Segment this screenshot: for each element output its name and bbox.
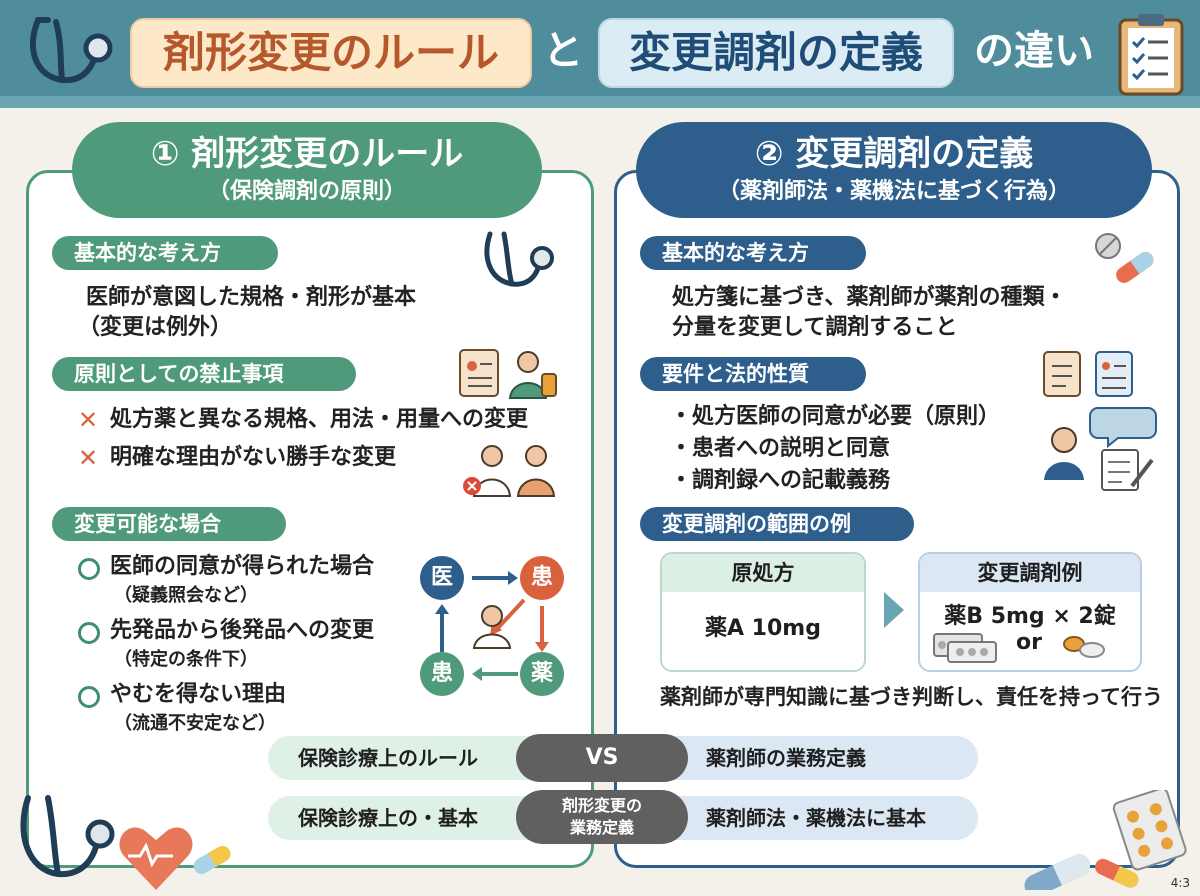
allowed-item-3: やむを得ない理由 [110, 682, 287, 707]
original-prescription-box: 原処方 薬A 10mg [660, 552, 866, 672]
flow-node-pharmacy: 薬 [520, 652, 564, 696]
arrow-right-icon [884, 592, 904, 628]
pharmacist-note: 薬剤師が専門知識に基づき判断し、責任を持って行う [660, 685, 1163, 709]
left-panel-heading: ① 剤形変更のルール （保険調剤の原則） [72, 122, 542, 218]
requirement-item-2: ・患者への説明と同意 [670, 436, 891, 461]
flow-node-patient-top: 患 [520, 556, 564, 600]
title-connector: と [543, 28, 583, 74]
left-prohibited-label: 原則としての禁止事項 [52, 357, 356, 391]
compare-row2-badge-line1: 剤形変更の [561, 796, 642, 815]
changed-dispensing-value: 薬B 5mg × 2錠 [944, 604, 1116, 629]
title-changed-dispensing: 変更調剤の定義 [598, 18, 954, 88]
changed-dispensing-box: 変更調剤例 薬B 5mg × 2錠 or [918, 552, 1142, 672]
right-heading-subtitle: （薬剤師法・薬機法に基づく行為） [717, 179, 1070, 204]
prohibited-item-1: 処方薬と異なる規格、用法・用量への変更 [110, 407, 529, 432]
allowed-circle-icon [78, 686, 100, 708]
right-range-label: 変更調剤の範囲の例 [640, 507, 914, 541]
stethoscope-heart-icon [20, 795, 231, 890]
changed-dispensing-or: or [1016, 630, 1042, 655]
allowed-item-1-note: （疑義照会など） [114, 585, 258, 606]
flow-node-doctor: 医 [420, 556, 464, 600]
right-requirements-label: 要件と法的性質 [640, 357, 866, 391]
left-heading-subtitle: （保険調剤の原則） [207, 179, 406, 204]
right-basic-line1: 処方箋に基づき、薬剤師が薬剤の種類・ [672, 285, 1067, 310]
compare-row2-badge: 剤形変更の 業務定義 [516, 790, 688, 844]
compare-vs-badge: VS [516, 734, 688, 782]
compare-row1-right: 薬剤師の業務定義 [650, 736, 978, 780]
title-difference: の違い [974, 28, 1094, 74]
flow-node-patient-bottom: 患 [420, 652, 464, 696]
compare-row1-left: 保険診療上のルール [268, 736, 568, 780]
left-basic-label: 基本的な考え方 [52, 236, 278, 270]
changed-dispensing-heading: 変更調剤例 [920, 554, 1140, 592]
header-strip [0, 96, 1200, 108]
aspect-ratio-label: 4:3 [1170, 876, 1190, 890]
clipboard-icon [1118, 14, 1184, 96]
original-prescription-heading: 原処方 [662, 554, 864, 592]
compare-row2-badge-line2: 業務定義 [569, 818, 634, 837]
right-heading-title: ② 変更調剤の定義 [754, 134, 1034, 174]
allowed-item-2: 先発品から後発品への変更 [110, 618, 375, 643]
title-dosage-form-rule: 剤形変更のルール [130, 18, 532, 88]
medicine-pack-icon [1024, 790, 1187, 890]
right-basic-label: 基本的な考え方 [640, 236, 866, 270]
chart-patient-icon [459, 349, 557, 399]
left-basic-line2: （変更は例外） [78, 315, 233, 340]
tablet-packs-icon [933, 633, 1105, 663]
doctor-patient-icon [463, 445, 556, 497]
pills-icon [1095, 233, 1154, 283]
allowed-item-3-note: （流通不安定など） [114, 713, 276, 734]
prohibited-x-icon: ✕ [78, 444, 99, 472]
prohibited-x-icon: ✕ [78, 406, 99, 434]
prohibited-item-2: 明確な理由がない勝手な変更 [110, 445, 397, 470]
left-allowed-label: 変更可能な場合 [52, 507, 286, 541]
allowed-circle-icon [78, 622, 100, 644]
left-basic-line1: 医師が意図した規格・剤形が基本 [86, 285, 417, 310]
stethoscope-icon [29, 17, 113, 84]
right-basic-line2: 分量を変更して調剤すること [672, 315, 958, 340]
allowed-item-2-note: （特定の条件下） [114, 649, 258, 670]
left-heading-title: ① 剤形変更のルール [150, 134, 464, 174]
allowed-circle-icon [78, 558, 100, 580]
stethoscope-small-icon [484, 231, 554, 287]
original-prescription-value: 薬A 10mg [705, 616, 821, 641]
allowed-item-1: 医師の同意が得られた場合 [110, 554, 375, 579]
flow-arrows [435, 571, 549, 681]
requirement-item-1: ・処方医師の同意が必要（原則） [670, 404, 1001, 429]
consent-record-icon [1043, 351, 1157, 491]
compare-row2-right: 薬剤師法・薬機法に基本 [650, 796, 978, 840]
requirement-item-3: ・調剤録への記載義務 [670, 468, 891, 493]
right-panel-heading: ② 変更調剤の定義 （薬剤師法・薬機法に基づく行為） [636, 122, 1152, 218]
